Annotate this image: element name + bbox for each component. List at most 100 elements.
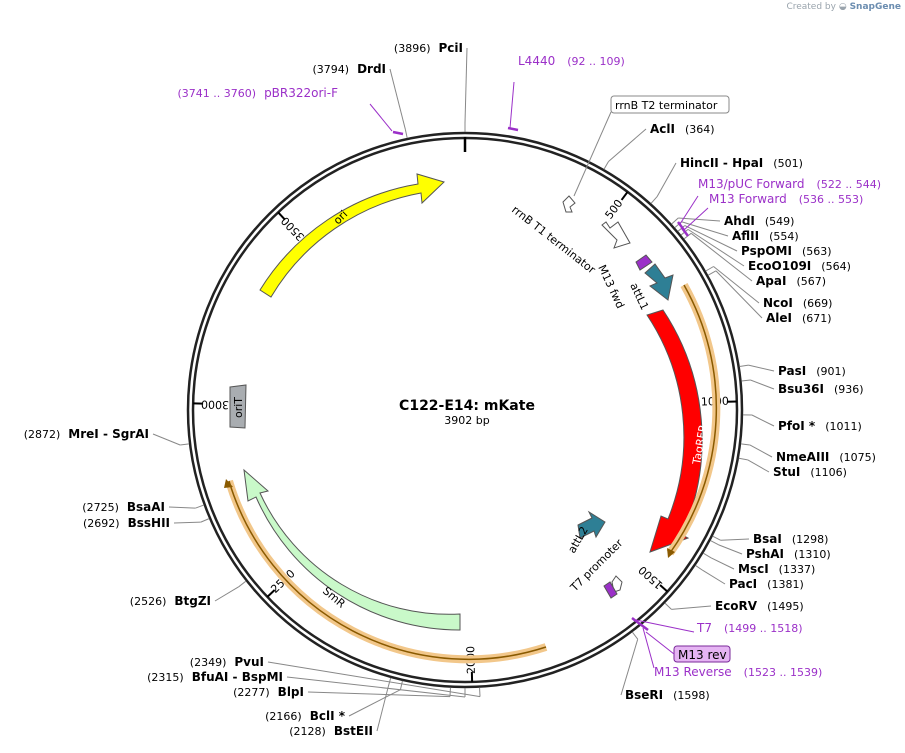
primer-site[interactable]: M13 Reverse(1523 .. 1539)	[639, 623, 823, 679]
site-position: (2692)	[83, 517, 120, 530]
site-position: (1381)	[767, 578, 804, 591]
site-name: ApaI	[756, 274, 786, 288]
site-name: PacI	[729, 577, 757, 591]
site-position: (1310)	[794, 548, 831, 561]
feature-tagrfp[interactable]: TagRFP	[646, 309, 710, 553]
restriction-site[interactable]: MscI(1337)	[703, 552, 815, 576]
tick-mark	[277, 211, 286, 221]
site-position: (3794)	[312, 63, 349, 76]
restriction-site[interactable]: ApaI(567)	[683, 232, 826, 288]
restriction-site[interactable]: BseRI(1598)	[620, 631, 710, 702]
tick-mark	[266, 589, 276, 598]
restriction-site[interactable]: PshAI(1310)	[710, 540, 831, 561]
site-tick	[664, 602, 672, 610]
site-position: (2349)	[190, 656, 227, 669]
site-name: BfuAI - BspMI	[192, 670, 283, 684]
restriction-site[interactable]: EcoO109I(564)	[680, 228, 851, 273]
site-position: (2166)	[265, 710, 302, 723]
primer-position: (1499 .. 1518)	[724, 622, 803, 635]
feature-label-orit: oriT	[232, 397, 245, 418]
primer-leader	[679, 195, 699, 225]
site-leader	[608, 128, 647, 162]
primer-site[interactable]: M13/pUC Forward(522 .. 544)	[677, 177, 881, 231]
primer-leader	[369, 103, 393, 132]
restriction-site[interactable]: PciI(3896)	[394, 41, 468, 132]
feature-attl2[interactable]: attL2	[565, 510, 606, 556]
site-name: MreI - SgrAI	[68, 427, 149, 441]
site-leader	[168, 506, 196, 509]
tick-label: 1500	[636, 563, 666, 591]
site-name: BstEII	[334, 724, 373, 738]
site-name: BtgZI	[174, 594, 211, 608]
restriction-site[interactable]: AleI(671)	[707, 270, 832, 325]
site-leader	[750, 379, 775, 390]
tick-mark	[620, 191, 629, 201]
primer-name: L4440	[518, 54, 555, 68]
site-name: AflII	[732, 229, 759, 243]
primer-site[interactable]: T7(1499 .. 1518)	[631, 617, 803, 635]
restriction-site[interactable]: DrdI(3794)	[312, 62, 408, 139]
site-leader	[749, 444, 773, 458]
site-name: BsaI	[753, 532, 782, 546]
site-leader	[687, 228, 745, 267]
site-leader	[656, 162, 677, 197]
site-leader	[681, 221, 729, 237]
tick-label: 3000	[201, 398, 229, 412]
restriction-site[interactable]: StuI(1106)	[738, 457, 847, 479]
site-position: (669)	[803, 297, 833, 310]
feature-label-m13-fwd: M13 fwd	[595, 263, 626, 311]
restriction-site[interactable]: EcoRV(1495)	[664, 599, 804, 613]
site-name: Bsu36I	[778, 382, 824, 396]
restriction-site[interactable]: BtgZI (2526)	[130, 580, 247, 608]
restriction-site[interactable]: BclI *(2166)	[265, 680, 403, 723]
tick-mark	[659, 584, 669, 593]
restriction-site[interactable]: BsaAI(2725)	[82, 500, 204, 514]
feature-attl1[interactable]: attL1	[627, 263, 674, 312]
primer-site[interactable]: L4440 (92 .. 109)	[507, 54, 625, 132]
site-name: EcoO109I	[748, 259, 811, 273]
restriction-site[interactable]: NcoI(669)	[705, 266, 833, 311]
site-leader	[713, 266, 760, 304]
site-tick	[404, 129, 408, 139]
restriction-site[interactable]: PasI(901)	[739, 364, 846, 378]
boxed-label-rrnb-t2[interactable]: rrnB T2 terminator	[573, 95, 730, 197]
primer-name: M13 Forward	[709, 192, 787, 206]
restriction-site[interactable]: AhdI(549)	[671, 214, 795, 228]
restriction-site[interactable]: BfuAI - BspMI(2315)	[147, 670, 466, 698]
primer-position: (1523 .. 1539)	[744, 666, 823, 679]
primer-site[interactable]: M13 Forward(536 .. 553)	[681, 192, 863, 237]
site-tick	[712, 535, 721, 541]
primer-position: (92 .. 109)	[567, 55, 625, 68]
site-leader	[307, 691, 450, 698]
site-leader	[690, 232, 753, 282]
boxed-label-m13-rev[interactable]: M13 rev	[645, 631, 731, 663]
restriction-site[interactable]: BstEII(2128)	[289, 677, 392, 738]
site-tick	[195, 504, 204, 509]
site-position: (901)	[816, 365, 846, 378]
restriction-site[interactable]: BssHII(2692)	[83, 516, 210, 530]
restriction-site[interactable]: Bsu36I(936)	[741, 379, 864, 396]
site-position: (2526)	[130, 595, 167, 608]
site-leader	[671, 605, 712, 610]
restriction-site[interactable]: NmeAIII(1075)	[740, 443, 876, 464]
restriction-site[interactable]: AflII(554)	[674, 221, 799, 243]
restriction-site[interactable]: BsaI(1298)	[712, 532, 829, 546]
restriction-site[interactable]: MreI - SgrAI(2872)	[24, 427, 190, 446]
credit-brand: SnapGene	[849, 2, 901, 12]
restriction-site[interactable]: PacI (1381)	[695, 565, 804, 591]
primer-leader	[635, 619, 695, 633]
site-leader	[678, 217, 721, 222]
restriction-site[interactable]: PfoI *(1011)	[742, 414, 862, 433]
feature-ori[interactable]: ori	[259, 173, 445, 298]
restriction-site[interactable]: AclI(364)	[603, 122, 715, 170]
site-leader	[173, 521, 201, 524]
site-name: BsaAI	[127, 500, 165, 514]
restriction-site[interactable]: HincII - HpaI(501)	[650, 156, 803, 204]
primer-site[interactable]: pBR322ori-F(3741 .. 3760)	[178, 86, 404, 136]
feature-orit[interactable]: oriT	[229, 384, 247, 429]
restriction-site[interactable]: PvuI(2349)	[190, 655, 481, 698]
primer-leader	[642, 627, 655, 669]
restriction-site[interactable]: BlpI(2277)	[233, 685, 451, 699]
site-name: NmeAIII	[776, 450, 829, 464]
site-tick	[705, 266, 714, 272]
